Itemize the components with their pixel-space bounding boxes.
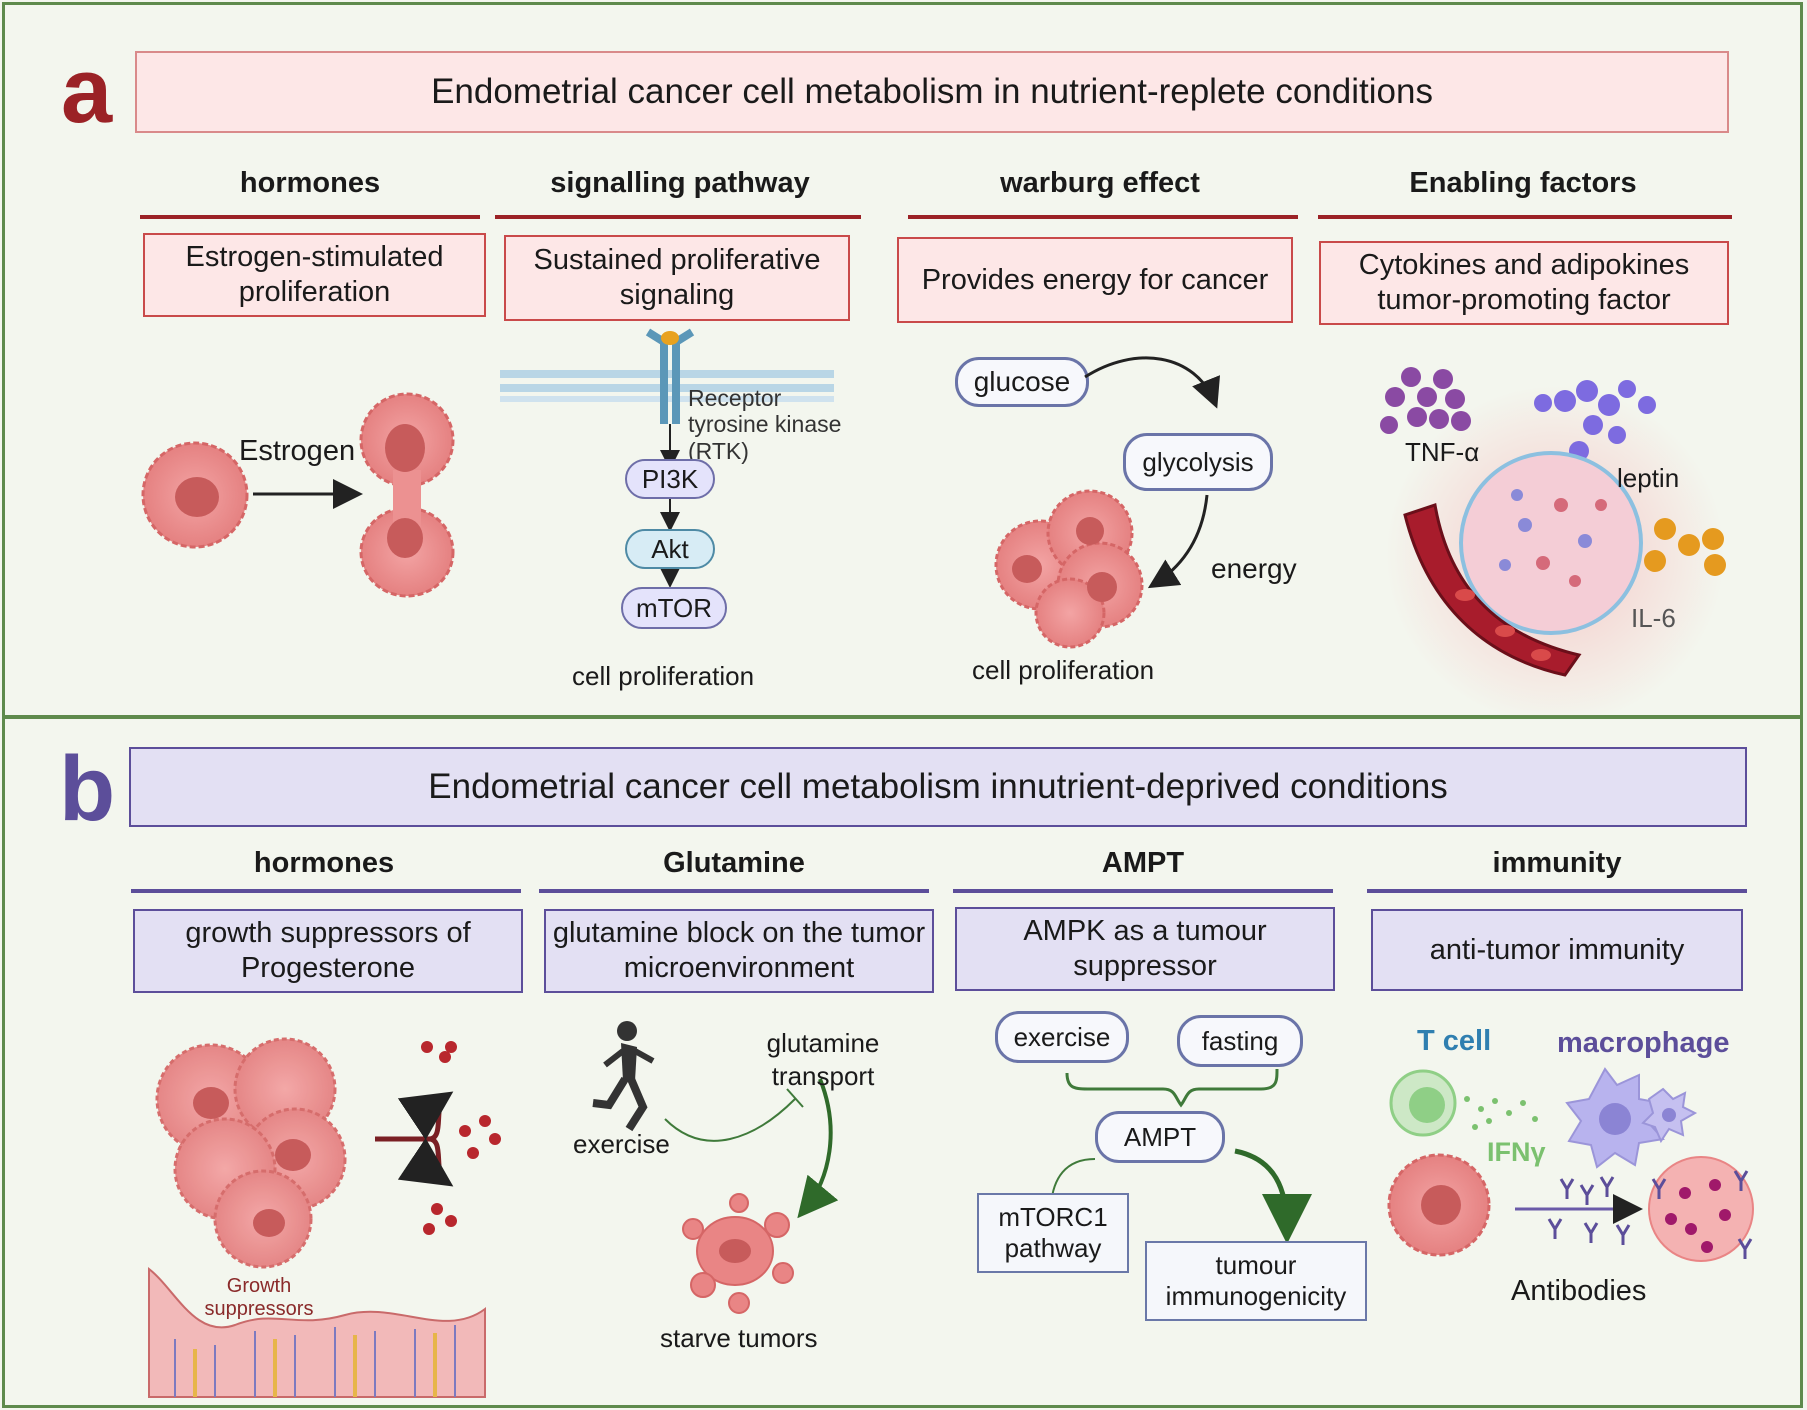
label-growth-suppressors: Growth suppressors (204, 1275, 314, 1320)
green-arrow (1234, 1148, 1312, 1244)
col-heading-enabling: Enabling factors (1409, 167, 1637, 199)
label-antibodies: Antibodies (1511, 1275, 1647, 1307)
label-glutamine-transport: glutamine transport (766, 1028, 880, 1091)
label-il6: IL-6 (1631, 603, 1676, 633)
col-heading-glutamine: Glutamine (663, 847, 805, 879)
col-rule (140, 215, 480, 219)
label-cell-proliferation-signalling: cell proliferation (572, 661, 755, 691)
col-rule (1367, 889, 1747, 893)
col-heading-signalling: signalling pathway (550, 167, 810, 199)
label-macrophage: macrophage (1557, 1027, 1730, 1059)
box-estrogen-proliferation: Estrogen-stimulated proliferation (143, 233, 486, 317)
estrogen-cell-division-illustration (141, 392, 455, 598)
glutamine-illustration (592, 1021, 839, 1219)
il6-molecules-icon (1644, 518, 1726, 576)
box-anti-tumor-immunity: anti-tumor immunity (1371, 909, 1743, 991)
green-arrow (797, 1078, 839, 1219)
immunity-illustration (1387, 1067, 1754, 1262)
tumor-cluster-icon (155, 1037, 347, 1269)
rtk-pathway-illustration (500, 328, 834, 588)
node-mtor: mTOR (621, 587, 727, 629)
pill-glycolysis: glycolysis (1123, 433, 1273, 491)
col-heading-immunity: immunity (1492, 847, 1622, 879)
col-rule (539, 889, 929, 893)
t-cell-icon (1389, 1069, 1457, 1137)
progesterone-illustration (148, 1037, 501, 1398)
ifn-gamma-molecules-icon (1464, 1096, 1538, 1130)
node-akt: Akt (625, 529, 715, 569)
adipose-tissue-icon (1459, 451, 1643, 635)
col-rule (908, 215, 1298, 219)
macrophage-icon (1565, 1067, 1698, 1169)
label-t-cell: T cell (1417, 1025, 1492, 1057)
label-ifn-gamma: IFNγ (1487, 1137, 1546, 1167)
panel-a-letter: a (61, 40, 113, 142)
col-heading-warburg: warburg effect (1000, 167, 1200, 199)
panel-b-title: Endometrial cancer cell metabolism innut… (129, 747, 1747, 827)
antibody-coated-tumor-icon (1648, 1156, 1754, 1262)
growth-suppressor-molecules-icon (421, 1041, 501, 1235)
box-cytokines-adipokines: Cytokines and adipokines tumor-promoting… (1319, 241, 1729, 325)
col-heading-ampt: AMPT (1101, 847, 1185, 879)
warburg-arrows (1084, 356, 1220, 589)
label-exercise-glutamine: exercise (573, 1129, 670, 1159)
dividing-cell-icon (359, 392, 455, 598)
brace-connector (1065, 1068, 1279, 1108)
antibodies-icon (1547, 1176, 1631, 1245)
tumor-cluster-illustration (994, 489, 1144, 649)
pill-fasting: fasting (1177, 1015, 1303, 1067)
label-cell-proliferation-warburg: cell proliferation (972, 655, 1155, 685)
label-leptin: leptin (1617, 463, 1680, 493)
cancer-cell-icon (1387, 1153, 1491, 1257)
node-pi3k: PI3K (625, 459, 715, 499)
label-energy: energy (1211, 553, 1297, 584)
receptor-icon (645, 328, 695, 424)
panel-b: b Endometrial cancer cell metabolism inn… (2, 716, 1803, 1408)
tnf-alpha-molecules-icon (1380, 367, 1471, 434)
runner-icon (592, 1021, 655, 1132)
col-heading-hormones-b: hormones (253, 847, 395, 879)
label-starve-tumors: starve tumors (660, 1323, 818, 1353)
box-glutamine-block: glutamine block on the tumor microenviro… (544, 909, 934, 993)
cancer-cell-icon (141, 441, 249, 549)
box-mtorc1-pathway: mTORC1 pathway (977, 1193, 1129, 1273)
box-ampk-suppressor: AMPK as a tumour suppressor (955, 907, 1335, 991)
panel-a: a Endometrial cancer cell metabolism in … (2, 2, 1803, 725)
endometrium-tissue-icon (148, 1266, 486, 1398)
box-tumour-immunogenicity: tumour immunogenicity (1145, 1241, 1367, 1321)
col-rule (1318, 215, 1732, 219)
blood-vessel-icon (1403, 503, 1582, 677)
panel-b-letter: b (59, 738, 116, 840)
label-tnf-alpha: TNF-α (1405, 437, 1480, 467)
label-estrogen: Estrogen (239, 435, 356, 467)
col-rule (953, 889, 1333, 893)
pill-ampt: AMPT (1095, 1111, 1225, 1163)
cell-defs (5, 5, 6, 6)
label-receptor: Receptor tyrosine kinase (RTK) (688, 385, 842, 464)
starving-tumor-icon (682, 1193, 794, 1314)
adipose-vessel-illustration (1380, 367, 1726, 725)
box-energy-for-cancer: Provides energy for cancer (897, 237, 1293, 323)
col-heading-hormones: hormones (239, 167, 381, 199)
pill-exercise: exercise (995, 1011, 1129, 1063)
panel-a-title: Endometrial cancer cell metabolism in nu… (135, 51, 1729, 133)
box-proliferative-signaling: Sustained proliferative signaling (504, 235, 850, 321)
pill-glucose: glucose (955, 357, 1089, 407)
col-rule (131, 889, 521, 893)
box-growth-suppressors: growth suppressors of Progesterone (133, 909, 523, 993)
leptin-molecules-icon (1534, 380, 1656, 461)
col-rule (495, 215, 861, 219)
inhibition-line (664, 1098, 796, 1142)
